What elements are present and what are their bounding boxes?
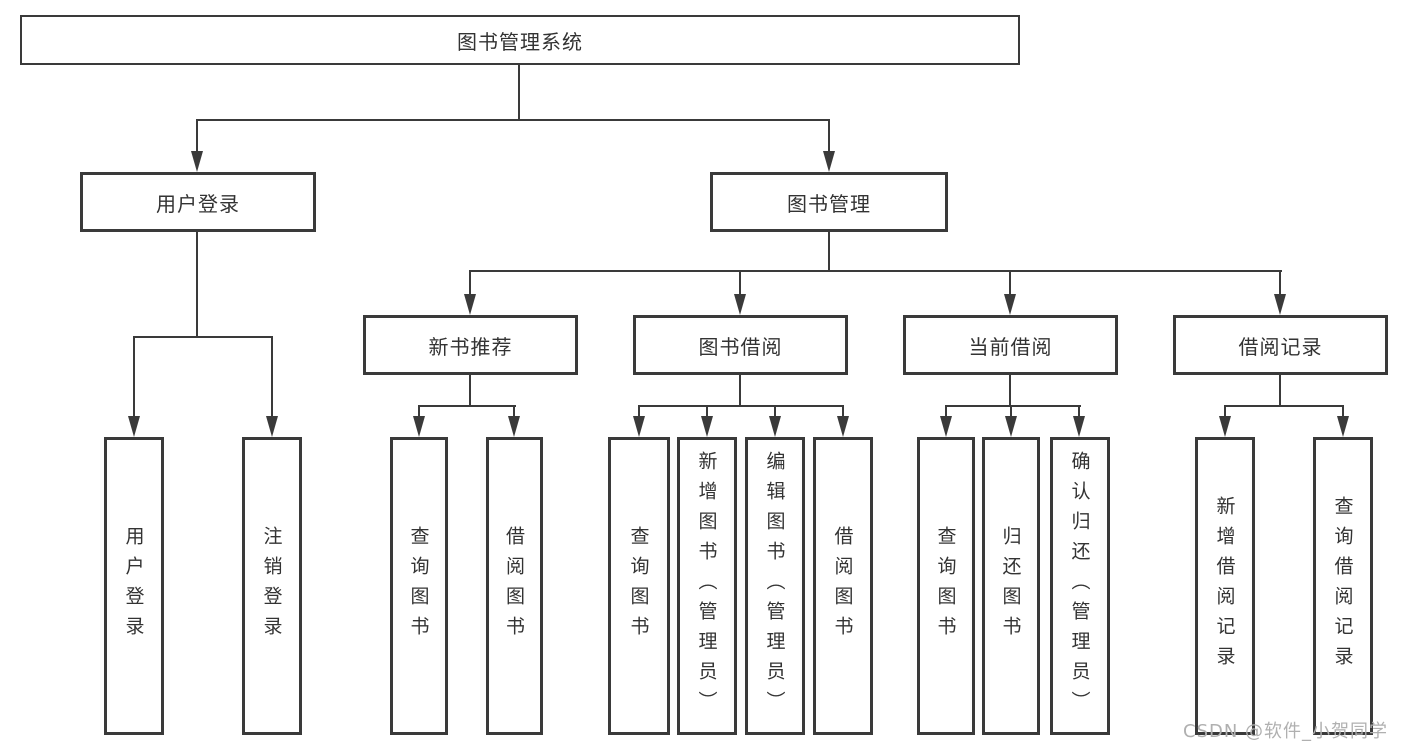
arrow-bb-edit <box>769 416 781 437</box>
leaf-label: 查询图书 <box>407 526 430 646</box>
node-new-book-recommend: 新书推荐 <box>363 315 578 375</box>
connector-drop-bb-add <box>706 405 708 420</box>
leaf-label: 新增借阅记录 <box>1213 496 1236 676</box>
connector-drop-br-query <box>1342 405 1344 420</box>
connector-level1-rail <box>196 119 830 121</box>
connector-drop-new-book-recommend <box>469 270 471 298</box>
leaf-nb-query-books: 查询图书 <box>390 437 448 735</box>
leaf-user-login: 用户登录 <box>104 437 164 735</box>
connector-drop-bb-edit <box>774 405 776 420</box>
arrow-user-login <box>191 151 203 172</box>
leaf-logout: 注销登录 <box>242 437 302 735</box>
leaf-bb-query-books: 查询图书 <box>608 437 670 735</box>
leaf-label: 归还图书 <box>999 526 1022 646</box>
connector-drop-bb-query <box>638 405 640 420</box>
node-borrowing-records: 借阅记录 <box>1173 315 1388 375</box>
node-book-management: 图书管理 <box>710 172 948 232</box>
arrow-borrowing-records <box>1274 294 1286 315</box>
arrow-bb-borrow <box>837 416 849 437</box>
arrow-br-query <box>1337 416 1349 437</box>
connector-book-management-stem <box>828 230 830 272</box>
node-label: 借阅记录 <box>1238 334 1323 359</box>
connector-book-borrowing-stem <box>739 373 741 407</box>
connector-drop-cb-query <box>945 405 947 420</box>
connector-borrowing-records-stem <box>1279 373 1281 407</box>
arrow-cb-confirm <box>1073 416 1085 437</box>
arrow-cb-return <box>1005 416 1017 437</box>
arrow-bb-add <box>701 416 713 437</box>
connector-drop-borrowing-records <box>1279 270 1281 298</box>
leaf-label: 用户登录 <box>122 526 145 646</box>
leaf-label: 查询图书 <box>934 526 957 646</box>
leaf-cb-confirm-return-admin: 确认归还（管理员） <box>1050 437 1110 735</box>
arrow-login <box>128 416 140 437</box>
connector-drop-login <box>133 336 135 420</box>
leaf-bb-add-books-admin: 新增图书（管理员） <box>677 437 737 735</box>
leaf-cb-query-books: 查询图书 <box>917 437 975 735</box>
leaf-br-query-record: 查询借阅记录 <box>1313 437 1373 735</box>
leaf-label: 查询图书 <box>627 526 650 646</box>
leaf-label: 借阅图书 <box>503 526 525 646</box>
arrow-book-management <box>823 151 835 172</box>
csdn-watermark: CSDN @软件_小贺同学 <box>1183 721 1389 742</box>
leaf-bb-edit-books-admin: 编辑图书（管理员） <box>745 437 805 735</box>
arrow-cb-query <box>940 416 952 437</box>
connector-drop-book-management <box>828 119 830 155</box>
node-label: 图书管理系统 <box>457 29 583 54</box>
leaf-cb-return-books: 归还图书 <box>982 437 1040 735</box>
node-library-management-system: 图书管理系统 <box>20 15 1020 65</box>
node-user-login: 用户登录 <box>80 172 316 232</box>
node-label: 用户登录 <box>156 191 240 216</box>
connector-book-borrowing-rail <box>638 405 844 407</box>
node-current-borrowing: 当前借阅 <box>903 315 1118 375</box>
connector-borrowing-records-rail <box>1224 405 1344 407</box>
connector-root-stem <box>518 65 520 121</box>
leaf-nb-borrow-books: 借阅图书 <box>486 437 543 735</box>
connector-drop-logout <box>271 336 273 420</box>
arrow-nb-query <box>413 416 425 437</box>
connector-drop-bb-borrow <box>842 405 844 420</box>
connector-current-borrowing-stem <box>1009 373 1011 407</box>
connector-user-login-stem <box>196 230 198 338</box>
connector-current-borrowing-rail <box>945 405 1081 407</box>
arrow-nb-borrow <box>508 416 520 437</box>
connector-drop-br-add <box>1224 405 1226 420</box>
leaf-label: 确认归还（管理员） <box>1068 451 1091 721</box>
node-label: 新书推荐 <box>428 334 513 359</box>
leaf-bb-borrow-books: 借阅图书 <box>813 437 873 735</box>
arrow-br-add <box>1219 416 1231 437</box>
node-label: 当前借阅 <box>968 334 1053 359</box>
connector-drop-cb-confirm <box>1078 405 1080 420</box>
arrow-current-borrowing <box>1004 294 1016 315</box>
leaf-label: 编辑图书（管理员） <box>763 451 786 721</box>
arrow-new-book-recommend <box>464 294 476 315</box>
connector-drop-nb-borrow <box>513 405 515 420</box>
connector-drop-nb-query <box>418 405 420 420</box>
arrow-logout <box>266 416 278 437</box>
leaf-label: 查询借阅记录 <box>1331 496 1354 676</box>
leaf-label: 借阅图书 <box>831 526 854 646</box>
leaf-label: 新增图书（管理员） <box>695 451 718 721</box>
node-book-borrowing: 图书借阅 <box>633 315 848 375</box>
connector-drop-cb-return <box>1010 405 1012 420</box>
leaf-br-add-record: 新增借阅记录 <box>1195 437 1255 735</box>
connector-user-login-rail <box>133 336 273 338</box>
arrow-bb-query <box>633 416 645 437</box>
connector-drop-book-borrowing <box>739 270 741 298</box>
connector-drop-user-login <box>196 119 198 155</box>
connector-new-book-stem <box>469 373 471 407</box>
leaf-label: 注销登录 <box>260 526 283 646</box>
connector-drop-current-borrowing <box>1009 270 1011 298</box>
node-label: 图书管理 <box>787 191 871 216</box>
node-label: 图书借阅 <box>698 334 783 359</box>
arrow-book-borrowing <box>734 294 746 315</box>
connector-new-book-rail <box>418 405 516 407</box>
connector-level2-rail <box>469 270 1282 272</box>
